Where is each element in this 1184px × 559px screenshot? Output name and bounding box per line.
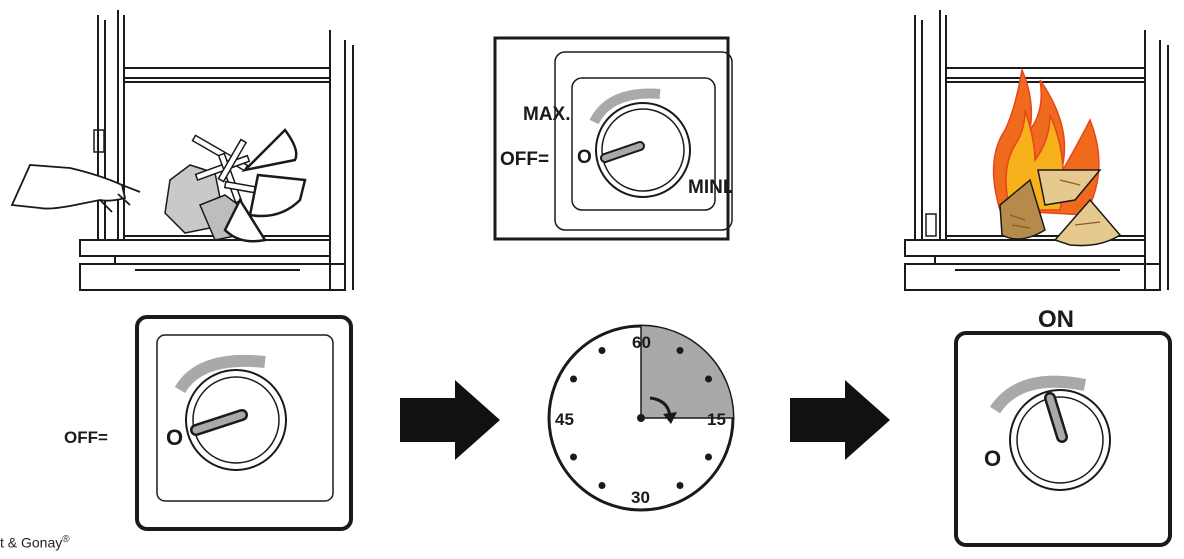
clock-hour-dot — [598, 482, 606, 489]
off-label: OFF= — [64, 428, 108, 447]
clock-label-30: 30 — [631, 488, 650, 507]
clock-label-45: 45 — [555, 410, 574, 429]
clock-hour-dot — [705, 375, 712, 383]
clock-hour-dot — [570, 453, 577, 461]
clock-hour-dot — [676, 482, 684, 489]
stove-left-illustration — [79, 10, 354, 291]
clock-timer — [547, 324, 735, 512]
clock-hour-dot — [598, 347, 606, 354]
registered-mark: ® — [62, 534, 70, 545]
kindling-paper-illustration — [164, 128, 307, 243]
footer-brand: t & Gonay® — [0, 534, 70, 551]
knob-panel-top — [493, 36, 733, 241]
arrow-right-1 — [400, 380, 500, 460]
clock-label-15: 15 — [707, 410, 726, 429]
clock-elapsed-sector — [641, 326, 733, 418]
on-knob-o: O — [984, 446, 1001, 471]
off-knob-o: O — [166, 425, 183, 450]
knob-panel-off — [135, 315, 353, 531]
burning-logs-illustration — [999, 169, 1122, 247]
knob-label-off: OFF= — [500, 149, 549, 170]
on-label: ON — [1038, 306, 1074, 333]
clock-hour-dot — [676, 347, 684, 354]
clock-label-60: 60 — [632, 333, 651, 352]
knob-label-o: O — [577, 147, 592, 168]
clock-hour-dot — [570, 375, 577, 383]
knob-panel-on — [954, 331, 1172, 547]
clock-hour-dot — [705, 453, 712, 461]
knob-label-mini: MINI. — [688, 177, 733, 198]
footer-text: t & Gonay — [0, 534, 63, 551]
hand-illustration — [10, 164, 141, 213]
knob-label-max: MAX. — [523, 104, 571, 125]
arrow-right-2 — [790, 380, 890, 460]
